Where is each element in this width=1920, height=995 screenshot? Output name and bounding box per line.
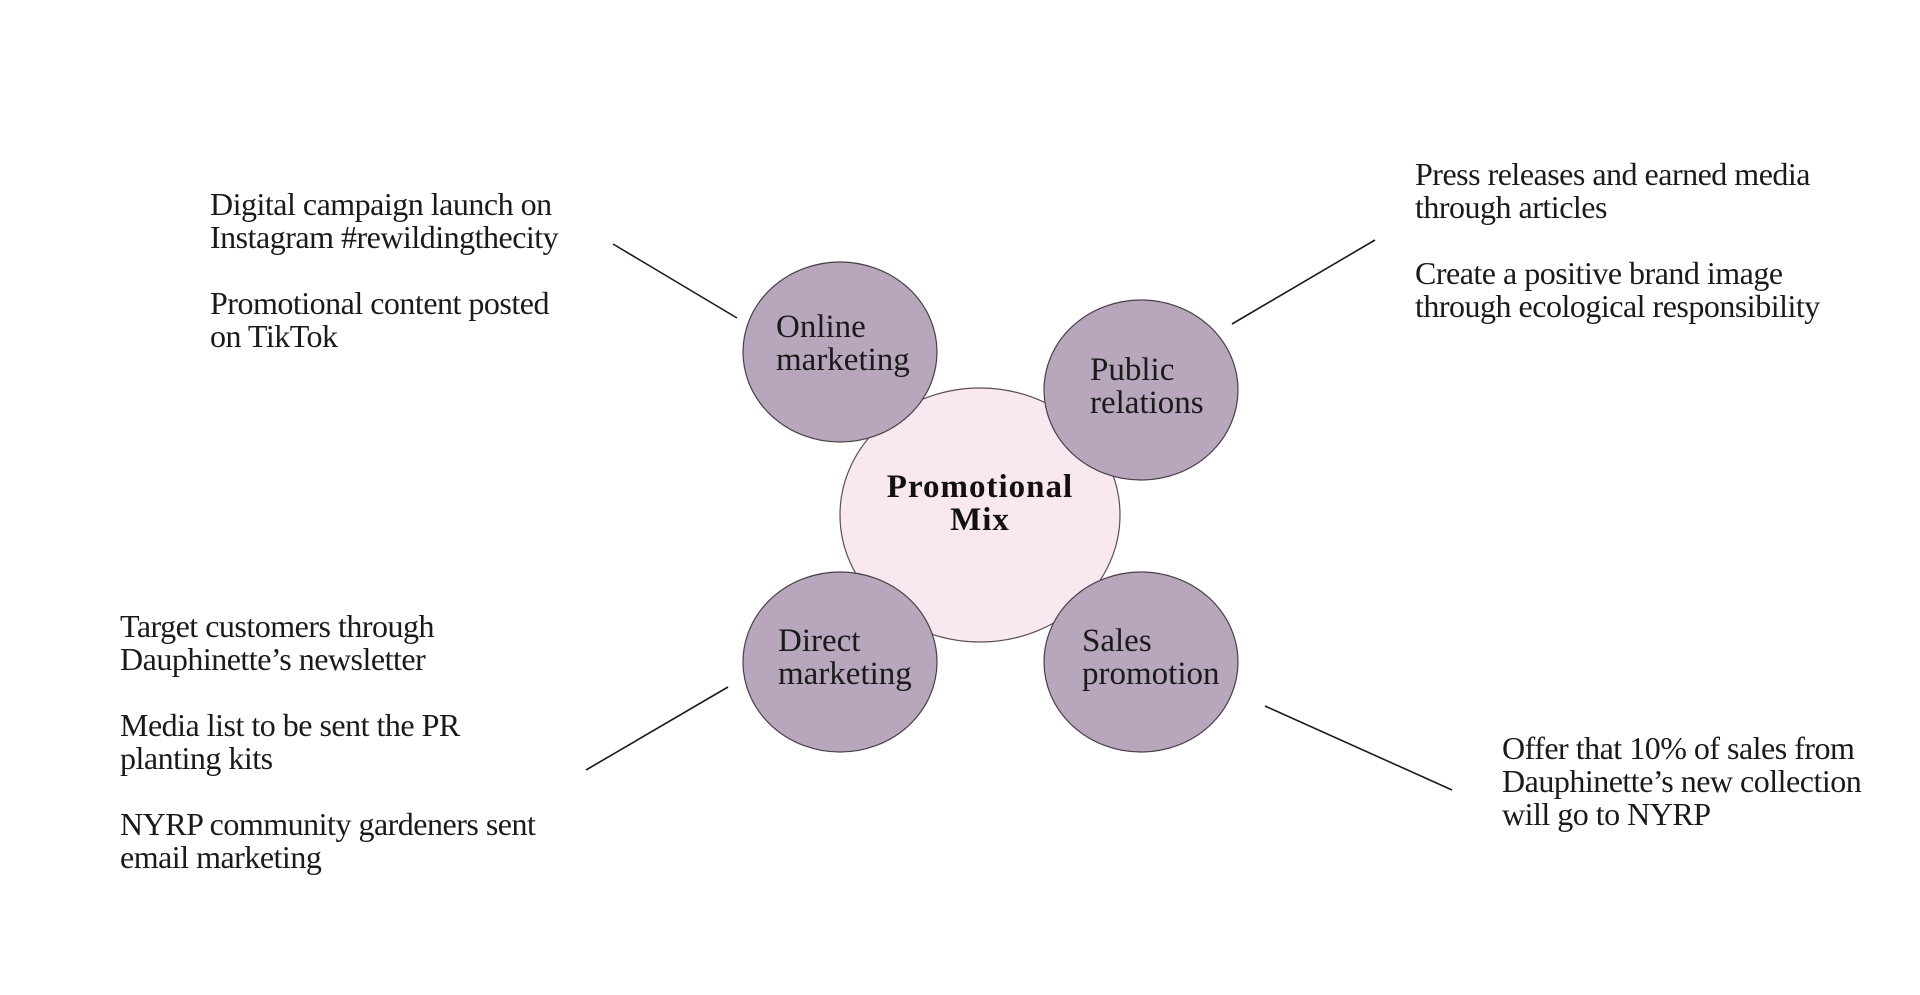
direct-marketing-circle [742,571,938,753]
note-text: on TikTok [210,318,338,354]
public-relations-circle [1043,299,1239,481]
online-marketing-circle [742,261,938,443]
direct-marketing-label-line1: Direct [778,623,860,659]
node-direct-marketing: Direct marketing [742,571,938,753]
note-text: Create a positive brand image [1415,255,1783,291]
sales-promotion-notes: Offer that 10% of sales from Dauphinette… [1502,730,1862,832]
note-text: Press releases and earned media [1415,156,1810,192]
online-marketing-label-line2: marketing [776,342,910,378]
note-text: Dauphinette’s new collection [1502,763,1862,799]
center-node: Promotional Mix [839,387,1121,643]
note-text: Target customers through [120,608,434,644]
public-relations-label-line1: Public [1090,352,1174,388]
note-text: planting kits [120,740,273,776]
center-label-line2: Mix [950,502,1010,538]
sales-promotion-circle [1043,571,1239,753]
note-text: will go to NYRP [1502,796,1711,832]
node-online-marketing: Online marketing [742,261,938,443]
note-text: Dauphinette’s newsletter [120,641,426,677]
note-gap [210,254,558,287]
connector-online [612,243,738,319]
note-gap [1415,224,1820,257]
note-text: Media list to be sent the PR [120,707,460,743]
note-text: Offer that 10% of sales from [1502,730,1855,766]
note-text: NYRP community gardeners sent [120,806,536,842]
note-text: through ecological responsibility [1415,288,1820,324]
direct-marketing-label-line2: marketing [778,656,912,692]
note-text: email marketing [120,839,322,875]
note-text: Instagram #rewildingthecity [210,219,559,255]
note-text: Promotional content posted [210,285,549,321]
online-marketing-notes: Digital campaign launch on Instagram #re… [210,186,559,354]
center-label-line1: Promotional [887,469,1073,505]
direct-marketing-notes: Target customers through Dauphinette’s n… [120,608,536,875]
note-text: Digital campaign launch on [210,186,552,222]
connector-direct [585,686,729,771]
sales-promotion-label-line1: Sales [1082,623,1152,659]
note-text: through articles [1415,189,1607,225]
public-relations-label-line2: relations [1090,385,1204,421]
public-relations-notes: Press releases and earned media through … [1415,158,1820,323]
connector-sales [1264,705,1453,791]
node-sales-promotion: Sales promotion [1043,571,1239,753]
node-public-relations: Public relations [1043,299,1239,481]
note-gap [120,775,535,808]
sales-promotion-label-line2: promotion [1082,656,1220,692]
note-gap [120,676,535,709]
connector-public [1231,239,1376,325]
online-marketing-label-line1: Online [776,309,866,345]
center-circle [839,387,1121,643]
